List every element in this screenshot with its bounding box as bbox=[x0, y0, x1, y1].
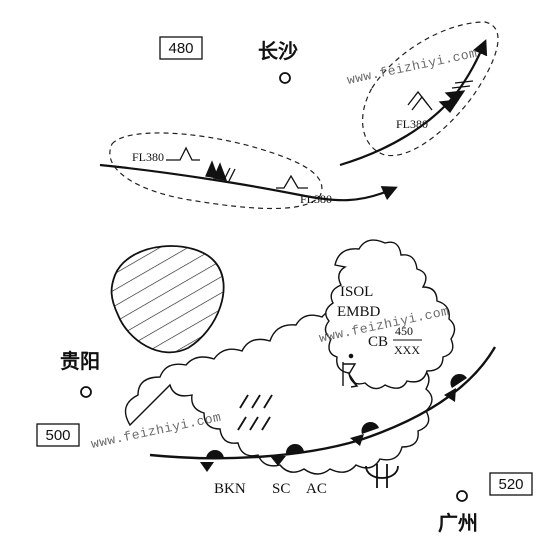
svg-text:480: 480 bbox=[168, 40, 193, 57]
jet-axis-west bbox=[99, 163, 398, 202]
cloud-type-label: SC bbox=[272, 481, 290, 497]
cb-top-label: 450 bbox=[395, 324, 413, 338]
cb-base-label: XXX bbox=[394, 343, 420, 357]
city-marker bbox=[80, 386, 92, 398]
turbulence-icon bbox=[166, 146, 200, 161]
watermark: www.feizhiyi.com bbox=[90, 410, 223, 452]
flight-level-label: FL380 bbox=[300, 192, 332, 206]
jet-region-west bbox=[109, 132, 323, 210]
wind-flag-icon bbox=[438, 80, 474, 114]
cloud-amount-label: BKN bbox=[214, 481, 246, 497]
front-symbol-icon bbox=[200, 373, 467, 472]
city-label-guiyang: 贵阳 bbox=[60, 349, 100, 373]
city-label-changsha: 长沙 bbox=[258, 39, 298, 63]
thunderstorm-icon bbox=[342, 353, 359, 388]
jet-region-east bbox=[362, 21, 499, 157]
grid-box-500: 500 bbox=[36, 423, 80, 447]
cb-distribution-label: ISOL bbox=[340, 284, 373, 300]
precipitation-icon bbox=[237, 394, 273, 431]
watermark: www.feizhiyi.com bbox=[346, 46, 479, 88]
icing-icon bbox=[365, 464, 399, 488]
cb-embedded-label: EMBD bbox=[337, 304, 381, 320]
cb-cloud-boundary bbox=[324, 239, 456, 390]
city-label-guangzhou: 广州 bbox=[438, 511, 478, 535]
city-marker bbox=[279, 72, 291, 84]
wind-flag-icon bbox=[205, 160, 236, 182]
grid-box-480: 480 bbox=[159, 36, 203, 60]
svg-text:500: 500 bbox=[45, 427, 70, 444]
turbulence-icon bbox=[407, 90, 433, 111]
city-marker bbox=[456, 490, 468, 502]
cloud-type-label: AC bbox=[306, 481, 327, 497]
hatched-area bbox=[110, 245, 225, 354]
cb-type-label: CB bbox=[368, 334, 388, 350]
turbulence-icon bbox=[276, 174, 308, 189]
flight-level-label: FL380 bbox=[132, 150, 164, 164]
flight-level-label: FL380 bbox=[396, 117, 428, 131]
grid-box-520: 520 bbox=[489, 472, 533, 496]
svg-text:520: 520 bbox=[498, 476, 523, 493]
